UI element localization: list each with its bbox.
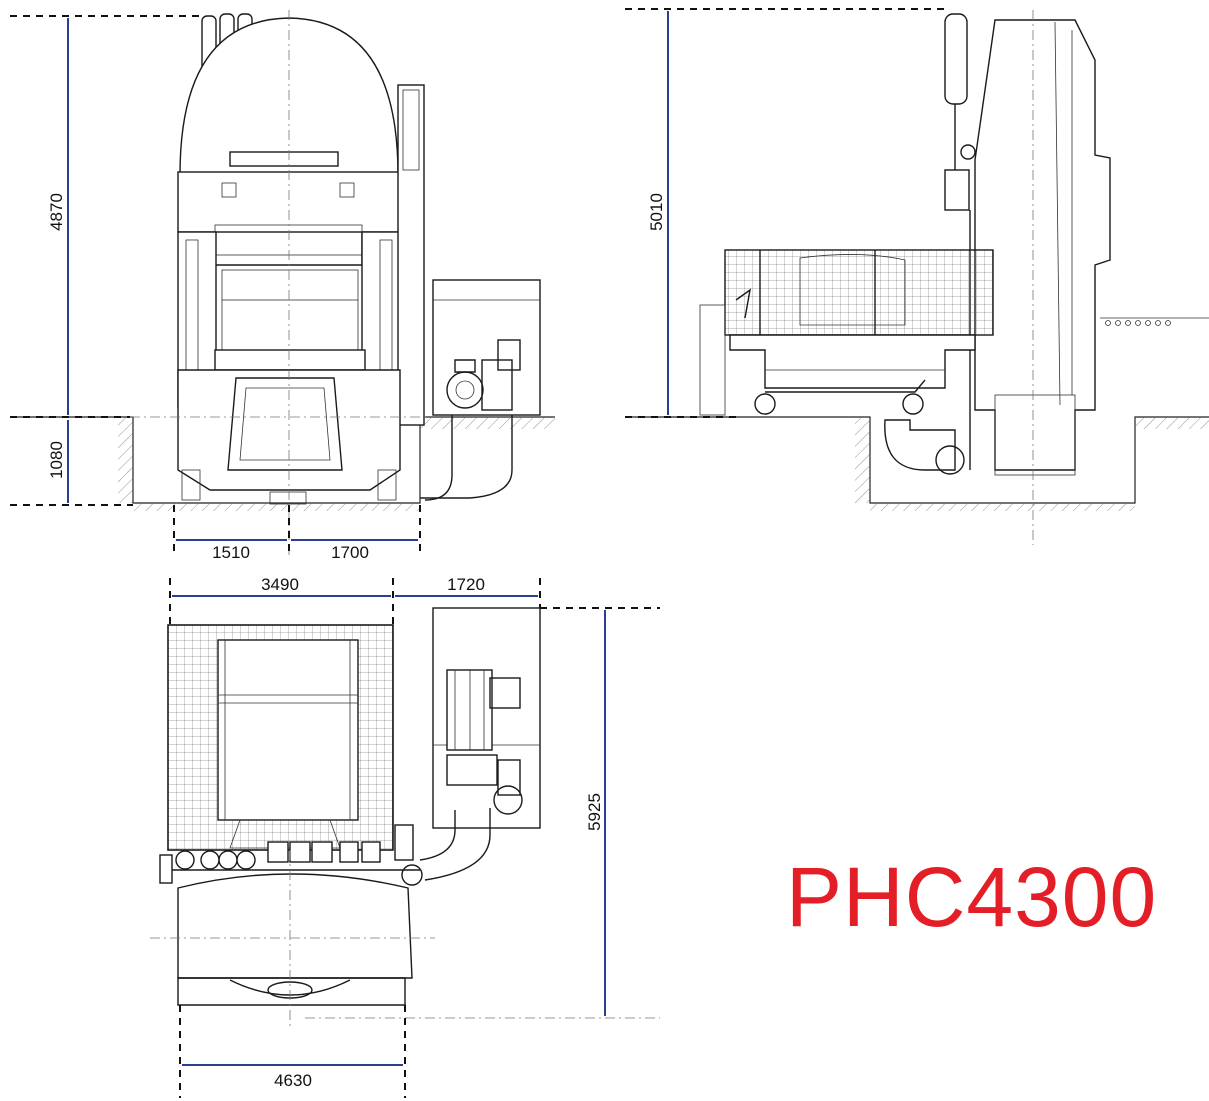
dim-front-right-width: 1700 bbox=[331, 543, 369, 562]
plan-hydraulic-unit bbox=[419, 607, 541, 881]
front-press-head bbox=[177, 171, 401, 233]
side-ground bbox=[625, 416, 1209, 511]
side-accumulator bbox=[944, 13, 968, 105]
front-view bbox=[10, 10, 555, 555]
side-valve-chain bbox=[1100, 317, 1209, 326]
dim-plan-unit-width: 1720 bbox=[447, 575, 485, 594]
side-press-body bbox=[974, 19, 1111, 471]
dim-front-depth: 1080 bbox=[47, 441, 66, 479]
dim-front-left-width: 1510 bbox=[212, 543, 250, 562]
model-name: PHC4300 bbox=[786, 850, 1158, 944]
front-hydraulic-unit bbox=[420, 279, 541, 501]
dim-front-height: 4870 bbox=[47, 193, 66, 231]
plan-press-base bbox=[177, 873, 413, 979]
dim-plan-length: 5925 bbox=[585, 793, 604, 831]
front-ground bbox=[10, 416, 555, 511]
dim-plan-main-width: 3490 bbox=[261, 575, 299, 594]
dim-plan-base-width: 4630 bbox=[274, 1071, 312, 1090]
dim-side-height: 5010 bbox=[647, 193, 666, 231]
side-guard-cage bbox=[724, 249, 994, 336]
dimension-lines bbox=[10, 8, 945, 1098]
side-view bbox=[625, 10, 1209, 545]
plan-view bbox=[150, 607, 660, 1030]
plan-manifold bbox=[159, 824, 423, 886]
